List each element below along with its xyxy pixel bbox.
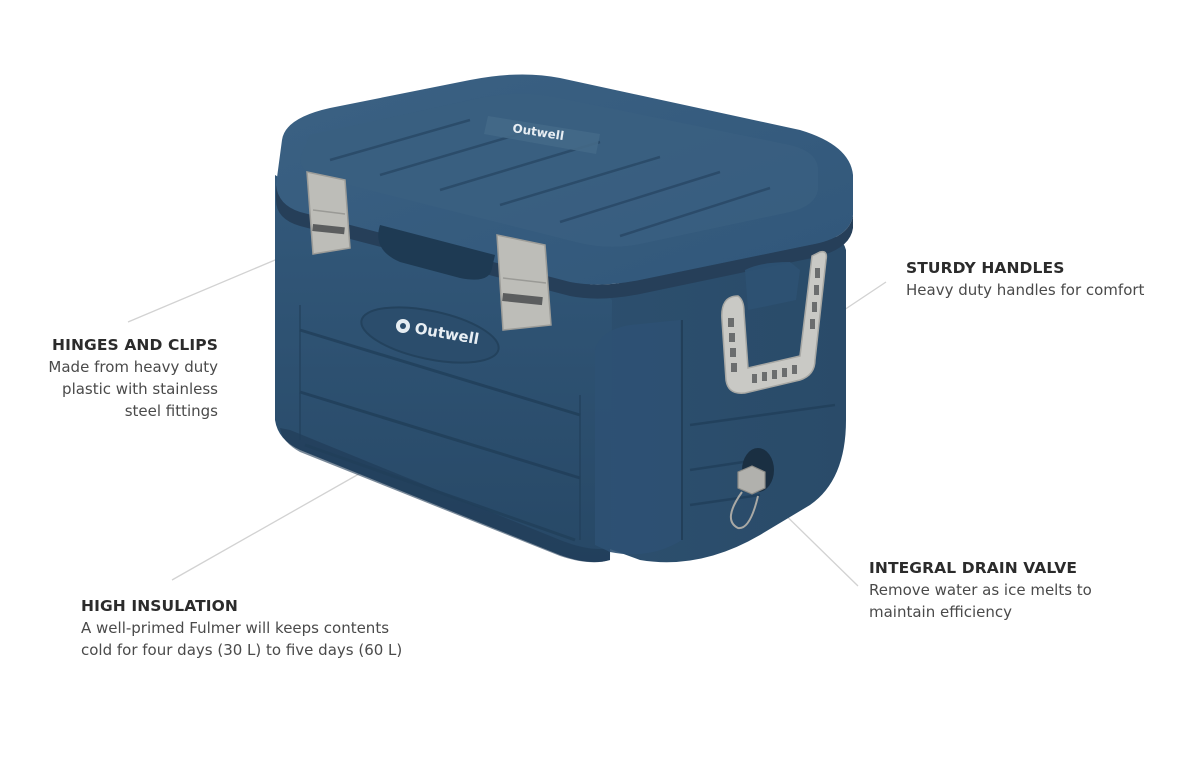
- drain-valve: [730, 448, 774, 530]
- callout-line: Heavy duty handles for comfort: [906, 281, 1145, 299]
- callout-line: cold for four days (30 L) to five days (…: [81, 641, 403, 659]
- callout-high-insulation: HIGH INSULATION A well-primed Fulmer wil…: [81, 595, 402, 661]
- callout-hinges-and-clips: HINGES AND CLIPS Made from heavy duty pl…: [20, 334, 218, 422]
- callout-title: INTEGRAL DRAIN VALVE: [869, 559, 1078, 577]
- callout-title: STURDY HANDLES: [906, 259, 1065, 277]
- cooler-body: Outwell Outwell: [275, 74, 853, 563]
- callout-line: Remove water as ice melts to: [869, 581, 1092, 599]
- leader-line-insulation: [171, 461, 381, 581]
- callout-integral-drain-valve: INTEGRAL DRAIN VALVE Remove water as ice…: [869, 557, 1092, 623]
- hinge-clips: [306, 171, 552, 331]
- clip-right: [496, 234, 552, 331]
- side-handle: [721, 250, 828, 394]
- callout-title: HIGH INSULATION: [81, 597, 238, 615]
- callout-line: maintain efficiency: [869, 603, 1012, 621]
- clip-left: [306, 171, 351, 255]
- callout-sturdy-handles: STURDY HANDLES Heavy duty handles for co…: [906, 257, 1144, 301]
- callout-line: plastic with stainless: [62, 380, 218, 398]
- callout-line: steel fittings: [124, 402, 218, 420]
- callout-line: Made from heavy duty: [48, 358, 218, 376]
- callout-line: A well-primed Fulmer will keeps contents: [81, 619, 390, 637]
- callout-title: HINGES AND CLIPS: [52, 336, 218, 354]
